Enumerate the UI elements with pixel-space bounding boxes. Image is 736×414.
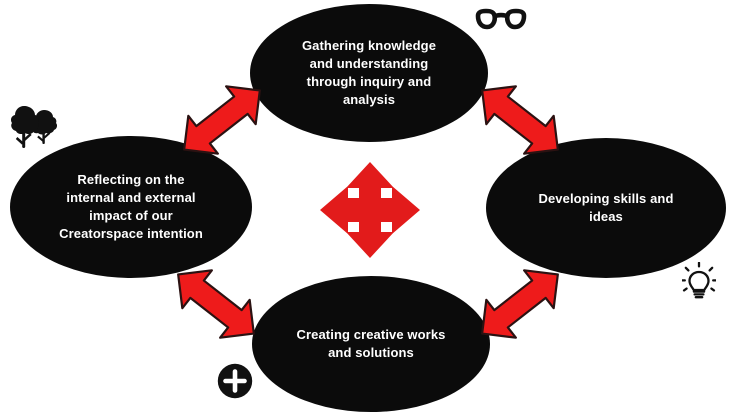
double-headed-arrow-top-to-right — [466, 74, 574, 166]
node-gathering-knowledge-label: Gathering knowledge and understanding th… — [301, 38, 437, 107]
node-gathering-knowledge[interactable]: Gathering knowledge and understanding th… — [250, 4, 488, 142]
plus-circle-icon — [216, 362, 254, 400]
node-creating-works[interactable]: Creating creative works and solutions — [252, 276, 490, 412]
eyeglasses-icon — [472, 4, 530, 40]
node-developing-skills-label: Developing skills and ideas — [538, 191, 674, 224]
node-reflecting-impact-label: Reflecting on the internal and external … — [59, 172, 203, 241]
node-creating-works-label: Creating creative works and solutions — [296, 327, 446, 360]
node-developing-skills[interactable]: Developing skills and ideas — [486, 138, 726, 278]
double-headed-arrow-left-to-bottom — [162, 258, 270, 350]
node-reflecting-impact[interactable]: Reflecting on the internal and external … — [10, 136, 252, 278]
four-way-arrow-icon — [316, 160, 424, 260]
lightbulb-icon — [682, 262, 716, 304]
double-headed-arrow-bottom-to-right — [466, 258, 574, 350]
double-headed-arrow-left-to-top — [168, 74, 276, 166]
trees-icon — [8, 104, 58, 150]
